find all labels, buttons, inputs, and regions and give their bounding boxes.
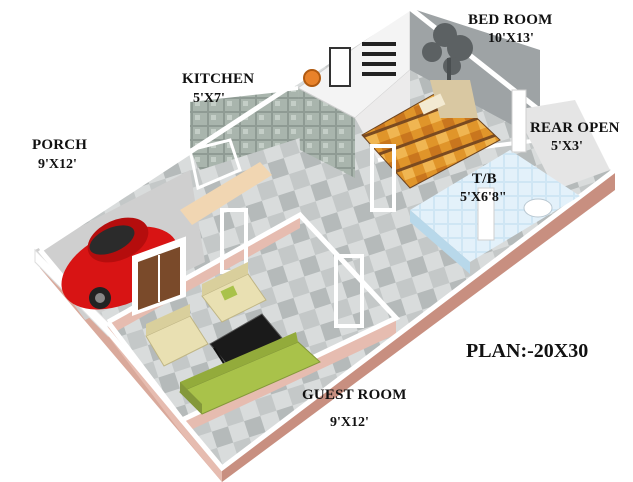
kitchen-counter xyxy=(180,162,272,225)
wall-frame-icon xyxy=(329,47,351,87)
room-name-bed-room: BED ROOM xyxy=(468,12,553,28)
bed-pillow xyxy=(418,93,446,115)
room-name-guest-room: GUEST ROOM xyxy=(302,387,407,403)
room-name-rear-open: REAR OPEN xyxy=(530,120,620,136)
wall-shelf-icon xyxy=(362,42,396,76)
outer-wall-right-front xyxy=(222,170,615,482)
room-size-rear-open: 5'X3' xyxy=(551,139,583,154)
room-size-porch: 9'X12' xyxy=(38,157,77,172)
rear-door xyxy=(511,89,527,153)
plan-title: PLAN:-20X30 xyxy=(466,340,589,362)
bathroom-wall xyxy=(410,210,470,274)
armchair-left-icon xyxy=(145,304,209,367)
room-name-porch: PORCH xyxy=(32,137,88,153)
rear-open-floor xyxy=(515,100,610,190)
bathroom-door xyxy=(477,187,495,241)
room-size-toilet-bath: 5'X6'8" xyxy=(460,190,507,205)
guest-door xyxy=(334,254,364,328)
kitchen-back-wall xyxy=(190,88,300,170)
wall-top-inner xyxy=(106,211,401,424)
wall-top-kitchen xyxy=(189,86,299,102)
room-size-kitchen: 5'X7' xyxy=(193,91,225,106)
tree-wall-art-icon xyxy=(422,23,473,90)
room-size-bed-room: 10'X13' xyxy=(488,31,534,46)
bed-headboard xyxy=(430,80,478,118)
room-name-toilet-bath: T/B xyxy=(472,171,497,187)
bathroom-floor xyxy=(410,150,580,262)
armchair-right-icon xyxy=(201,262,267,323)
room-name-kitchen: KITCHEN xyxy=(182,71,255,87)
toilet-icon xyxy=(523,198,553,218)
room-size-guest-room: 9'X12' xyxy=(330,415,369,430)
wall-clock-icon xyxy=(303,69,321,87)
bedroom-door xyxy=(370,144,396,212)
sofa-icon xyxy=(179,332,321,415)
stair-rail xyxy=(188,138,242,191)
porch-window xyxy=(132,236,186,316)
